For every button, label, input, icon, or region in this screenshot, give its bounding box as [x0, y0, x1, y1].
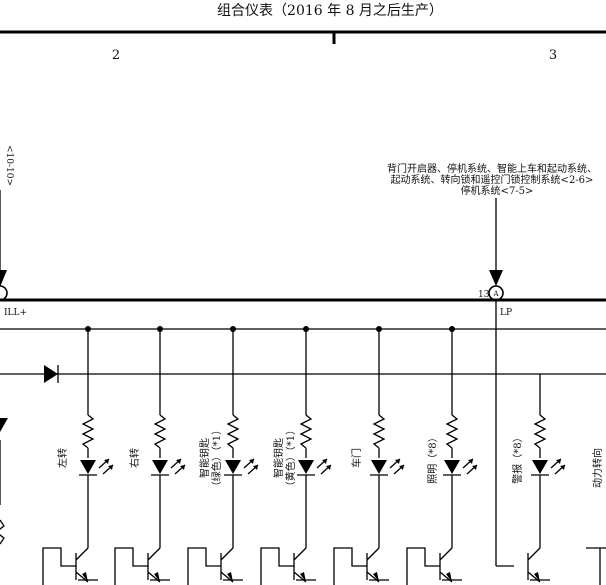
- indicator-label-left-turn: 左转: [56, 448, 69, 468]
- pin-number: 13: [478, 290, 490, 300]
- transistor-collector: [439, 547, 453, 561]
- lamp-column-left-turn: 左转: [42, 326, 114, 585]
- emission-arrowhead: [326, 465, 331, 470]
- lamp-column-warning: 警报（*8）: [511, 374, 566, 583]
- base-drive-wire: [333, 547, 367, 585]
- left-connector-pin: [0, 285, 8, 301]
- base-drive-wire: [42, 547, 76, 585]
- led-icon: [80, 460, 96, 474]
- indicator-columns: 左转右转智能钥匙（绿色）（*1）智能钥匙（黄色）（*1）车门照明（*8）警报（*…: [42, 326, 604, 585]
- base-drive-wire: [114, 547, 148, 585]
- led-icon: [225, 460, 241, 474]
- emission-arrowhead: [468, 459, 473, 464]
- indicator-label-door: 车门: [350, 448, 363, 468]
- resistor-icon: [81, 414, 95, 449]
- indicator-label-smart-key-amber: （黄色）（*1）: [284, 425, 297, 491]
- emission-arrowhead: [108, 465, 113, 470]
- led-icon: [298, 460, 314, 474]
- led-icon: [152, 460, 168, 474]
- indicator-label-smart-key-green: 智能钥匙: [198, 438, 211, 478]
- transistor-collector: [75, 547, 89, 561]
- base-drive-wire: [406, 547, 440, 585]
- emission-arrowhead: [322, 459, 327, 464]
- left-reference-label: <10-10>: [4, 145, 14, 186]
- page-number-3: 3: [549, 48, 557, 63]
- resistor-icon: [445, 414, 459, 449]
- resistor-icon: [372, 414, 386, 449]
- diagram-title: 组合仪表（2016 年 8 月之后生产）: [217, 3, 443, 19]
- lamp-column-smart-key-green: 智能钥匙（绿色）（*1）: [187, 326, 259, 585]
- transistor-collector: [527, 547, 541, 561]
- lamp-column-smart-key-amber: 智能钥匙（黄色）（*1）: [260, 326, 332, 585]
- indicator-label-power-steering: 动力转向: [591, 448, 604, 488]
- lamp-column-right-turn: 右转: [114, 326, 186, 585]
- transistor-collector: [220, 547, 234, 561]
- emission-arrowhead: [560, 465, 565, 470]
- left-arrowhead: [0, 270, 7, 287]
- transistor-collector: [293, 547, 307, 561]
- led-icon: [444, 460, 460, 474]
- system-ref-line-2: 起动系统、转向锁和遥控门锁控制系统<2-6>: [391, 173, 594, 186]
- page-number-2: 2: [112, 48, 120, 63]
- led-icon: [371, 460, 387, 474]
- resistor-icon: [299, 414, 313, 449]
- system-ref-line-1: 背门开启器、停机系统、智能上车和起动系统、: [387, 162, 597, 175]
- indicator-label-warning: 警报（*8）: [511, 432, 524, 483]
- emission-arrowhead: [253, 465, 258, 470]
- emission-arrowhead: [399, 465, 404, 470]
- indicator-label-smart-key-green: （绿色）（*1）: [210, 425, 223, 491]
- system-ref-line-3: 停机系统<7-5>: [461, 184, 534, 197]
- transistor-collector: [147, 547, 161, 561]
- indicator-label-right-turn: 右转: [128, 448, 141, 468]
- indicator-label-illumination: 照明（*8）: [427, 432, 439, 483]
- bus-label-lp: LP: [500, 308, 512, 318]
- pin-letter: A: [492, 290, 499, 298]
- led-icon: [532, 460, 548, 474]
- indicator-label-smart-key-amber: 智能钥匙: [272, 438, 285, 478]
- emission-arrowhead: [472, 465, 477, 470]
- emission-arrowhead: [556, 459, 561, 464]
- resistor-icon: [533, 414, 547, 449]
- diode-symbol: [44, 365, 59, 383]
- transistor-collector: [366, 547, 380, 561]
- emission-arrowhead: [104, 459, 109, 464]
- lp-arrowhead: [489, 270, 503, 286]
- bus-label-ill: ILL+: [4, 308, 27, 318]
- left-partial-led-icon: [0, 418, 8, 432]
- left-partial-resistor-icon: [0, 519, 5, 545]
- emission-arrowhead: [180, 465, 185, 470]
- base-drive-wire: [260, 547, 294, 585]
- emission-arrowhead: [176, 459, 181, 464]
- emission-arrowhead: [395, 459, 400, 464]
- lamp-column-door: 车门: [333, 326, 405, 585]
- emission-arrowhead: [249, 459, 254, 464]
- lamp-column-illumination: 照明（*8）: [406, 326, 478, 585]
- resistor-icon: [153, 414, 167, 449]
- resistor-icon: [226, 414, 240, 449]
- base-drive-wire: [187, 547, 221, 585]
